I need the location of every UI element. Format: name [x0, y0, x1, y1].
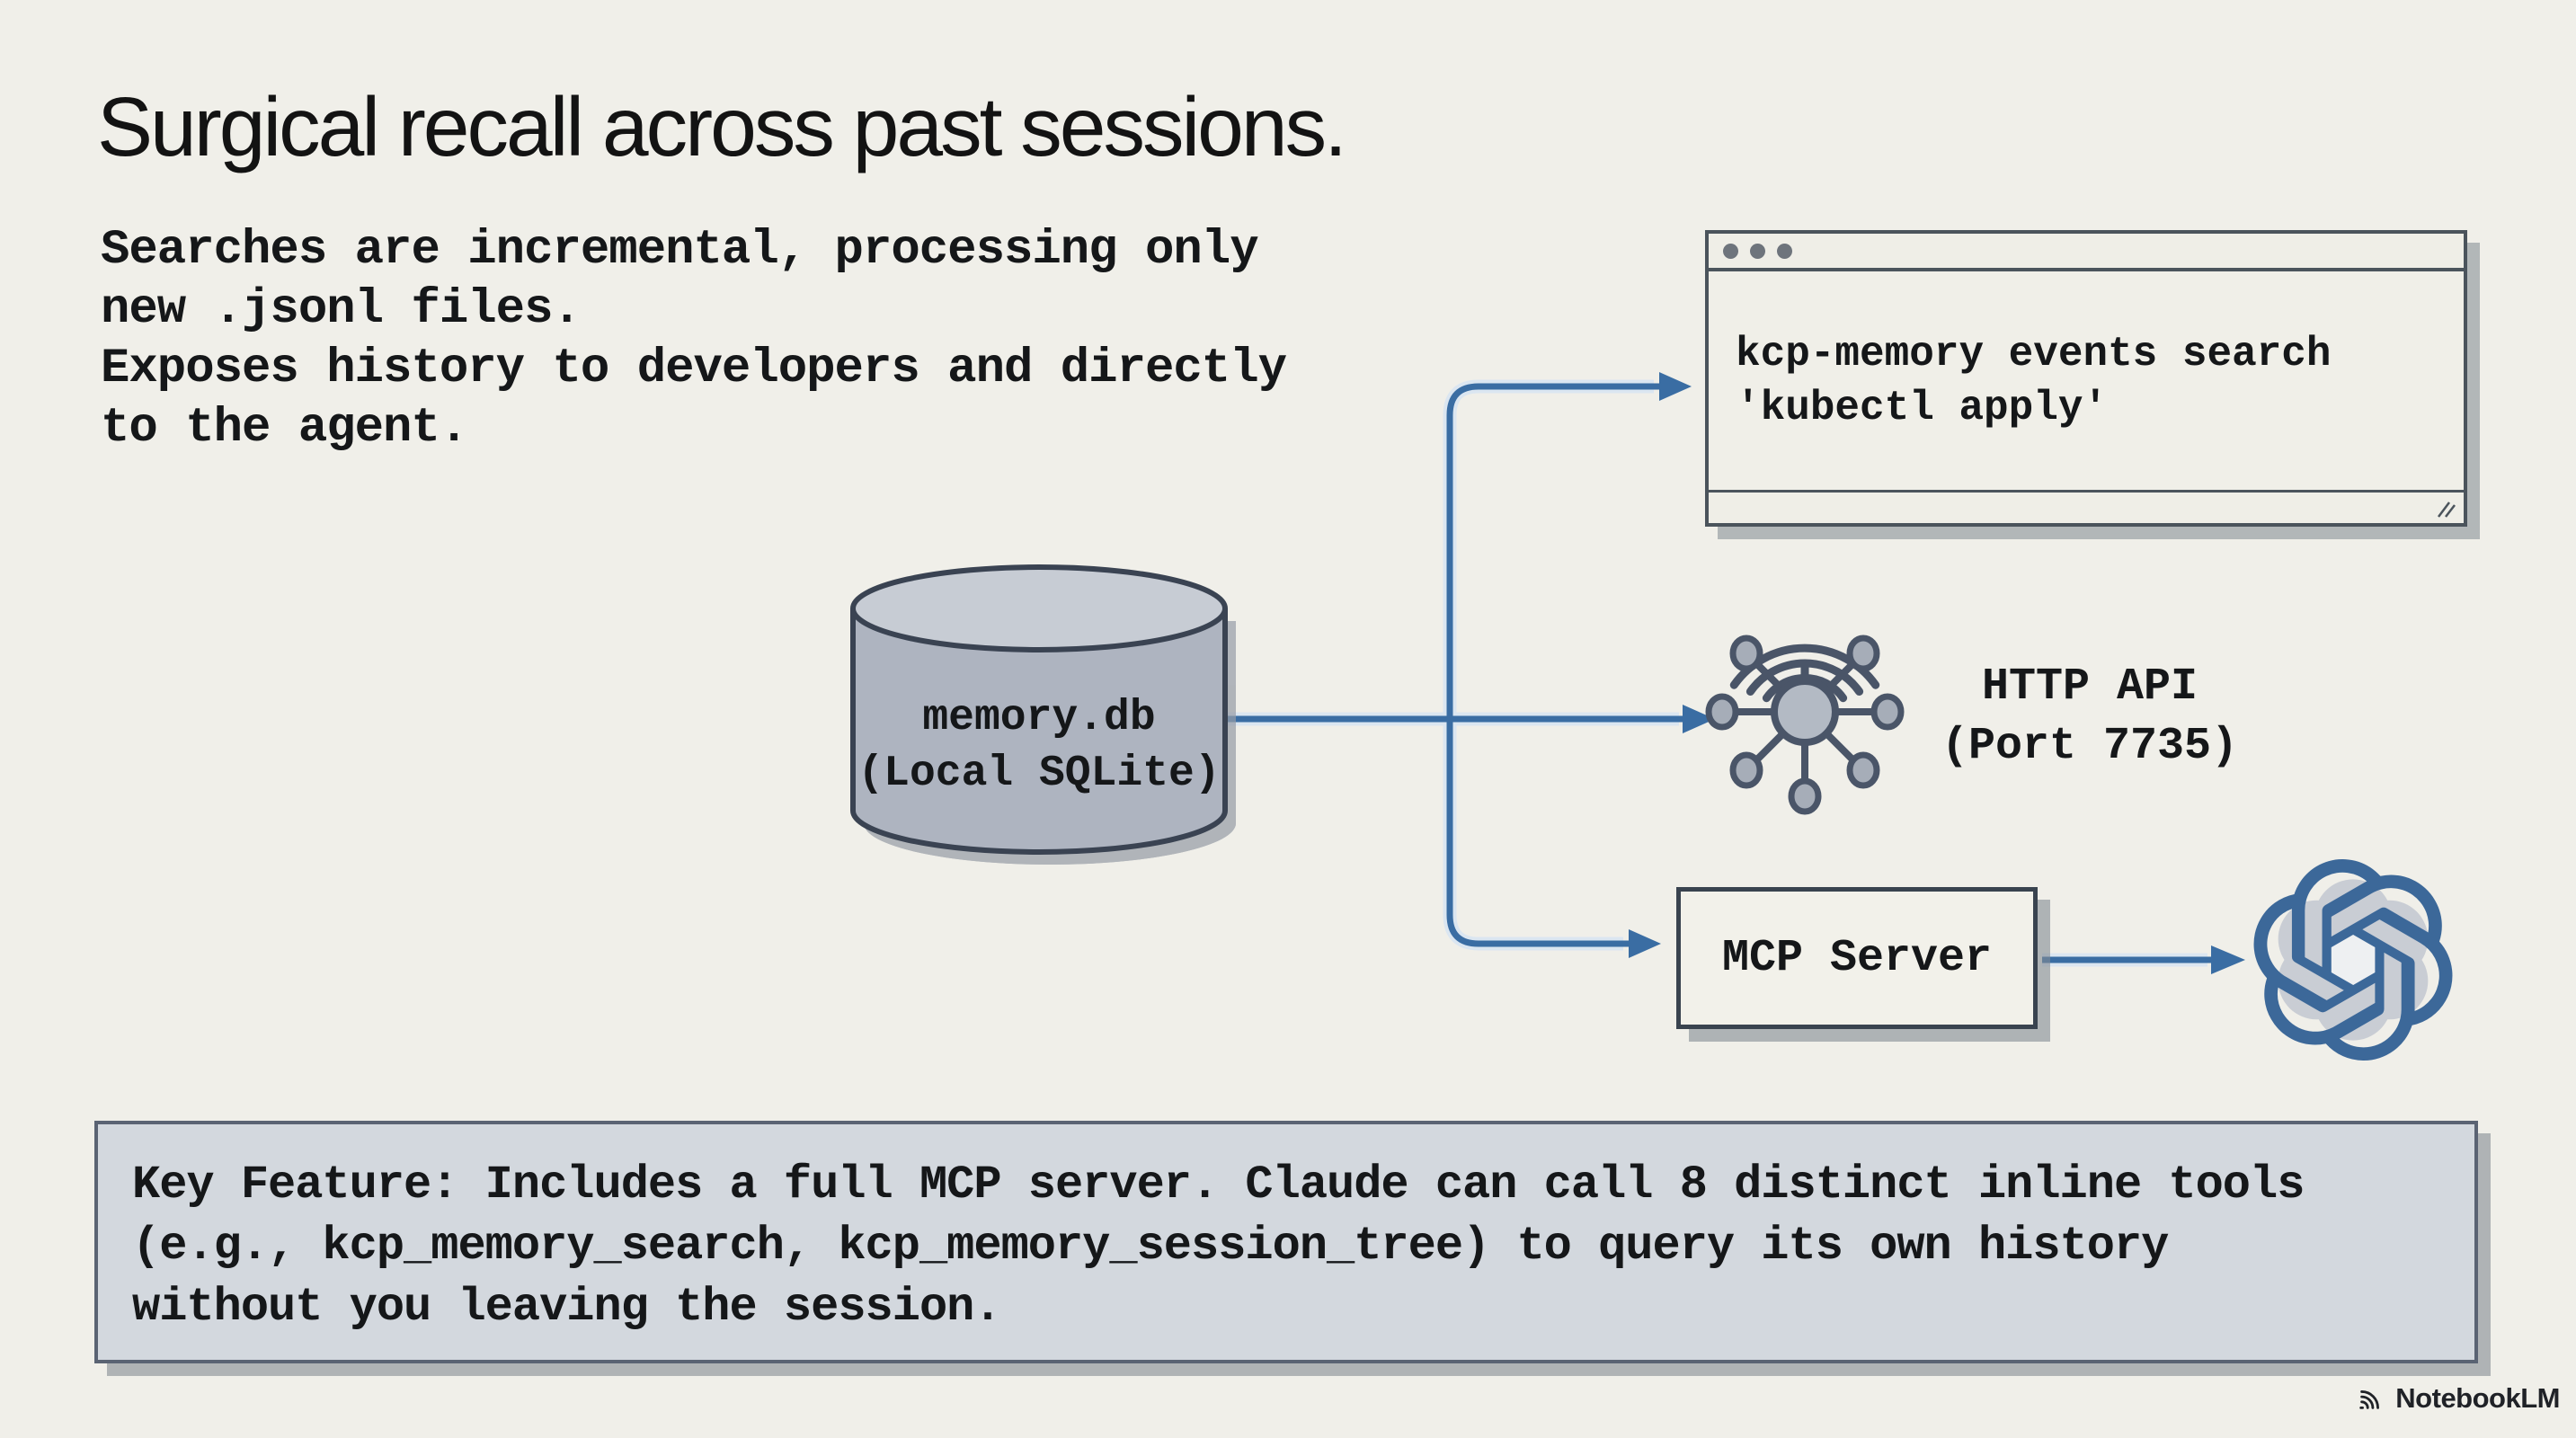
arrowheads	[1629, 372, 2245, 974]
database-label: memory.db (Local SQLite)	[857, 694, 1221, 798]
key-feature-box: Key Feature: Includes a full MCP server.…	[94, 1121, 2478, 1363]
terminal-statusbar	[1709, 490, 2464, 523]
page-title: Surgical recall across past sessions.	[97, 80, 1347, 173]
notebooklm-wave-icon	[2359, 1390, 2380, 1409]
http-api-label: HTTP API (Port 7735)	[1941, 661, 2239, 772]
mcp-server-box: MCP Server	[1676, 887, 2038, 1029]
window-dot-icon	[1777, 243, 1792, 259]
window-dot-icon	[1750, 243, 1765, 259]
ai-knot-logo	[2253, 859, 2453, 1061]
branding-label: NotebookLM	[2395, 1382, 2560, 1414]
terminal-titlebar	[1709, 234, 2464, 271]
branding: NotebookLM	[2356, 1382, 2560, 1415]
database-cylinder-icon	[850, 564, 1236, 865]
network-hub-wifi-icon	[1705, 635, 1905, 815]
resize-handle-icon	[2438, 502, 2456, 518]
terminal-window: kcp-memory events search 'kubectl apply'	[1705, 230, 2467, 527]
window-dot-icon	[1723, 243, 1738, 259]
intro-text: Searches are incremental, processing onl…	[101, 223, 1287, 456]
terminal-command: kcp-memory events search 'kubectl apply'	[1736, 331, 2332, 431]
